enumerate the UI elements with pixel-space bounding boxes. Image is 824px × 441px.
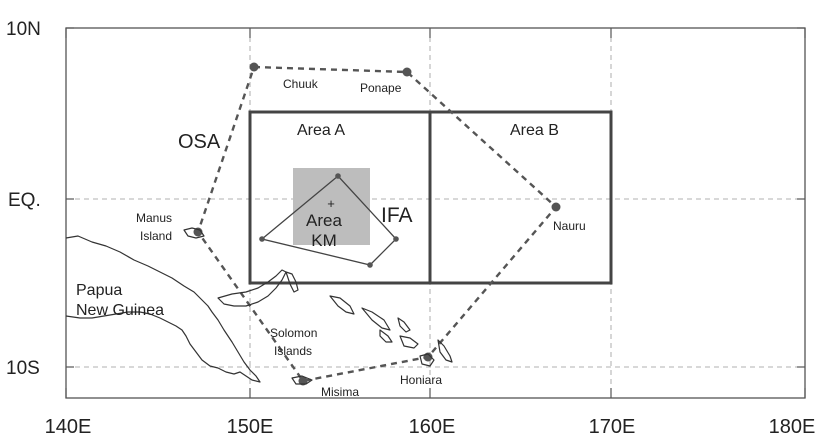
misima-label: Misima	[321, 385, 359, 399]
lat-label-eq: EQ.	[8, 190, 41, 211]
lon-label-140e: 140E	[45, 416, 92, 438]
chuuk-station	[249, 62, 259, 72]
area-km-center-marker: +	[327, 196, 335, 211]
honiara-label: Honiara	[400, 373, 442, 387]
new-guinea-coast	[65, 235, 261, 383]
png-label-line2: New Guinea	[76, 302, 164, 319]
area-km-label-line1: Area	[306, 211, 342, 230]
area-km-label-line2: KM	[311, 231, 337, 250]
choiseul-coast	[361, 307, 391, 331]
makira-coast	[419, 353, 435, 367]
nauru-station	[551, 202, 561, 212]
lat-label-10n: 10N	[6, 19, 41, 40]
ifa-label: IFA	[381, 204, 413, 227]
png-label-line1: Papua	[76, 282, 122, 299]
lon-label-180e: 180E	[769, 416, 816, 438]
manus-label-line2: Island	[140, 229, 172, 243]
misima-station	[298, 376, 308, 386]
new-ireland-coast	[285, 271, 299, 293]
area-a-label: Area A	[297, 122, 345, 139]
new-georgia-coast	[379, 329, 393, 343]
coastlines	[65, 227, 453, 385]
area-b-box	[428, 110, 613, 285]
map-frame	[65, 27, 806, 399]
new-britain-coast	[217, 269, 287, 307]
lat-label-10s: 10S	[6, 358, 40, 379]
isabel-coast	[397, 317, 411, 333]
manus-label-line1: Manus	[136, 211, 172, 225]
solomon-label-line1: Solomon	[270, 326, 317, 340]
lon-label-160e: 160E	[409, 416, 456, 438]
ponape-station	[402, 67, 412, 77]
area-boxes	[248, 110, 613, 285]
ifa-vertices	[259, 173, 399, 268]
chuuk-label: Chuuk	[283, 77, 319, 91]
ponape-label: Ponape	[360, 81, 402, 95]
axis-ticks	[65, 27, 806, 398]
area-b-label: Area B	[510, 122, 559, 139]
graticule	[66, 28, 805, 398]
lon-label-170e: 170E	[589, 416, 636, 438]
bougainville-coast	[329, 295, 355, 315]
guadalcanal-coast	[399, 335, 419, 349]
osa-polygon	[196, 65, 558, 383]
lon-label-150e: 150E	[227, 416, 274, 438]
manus-coast	[183, 227, 205, 239]
malaita-coast	[437, 339, 453, 363]
osa-label: OSA	[178, 131, 221, 153]
solomon-label-line2: Islands	[274, 344, 312, 358]
nauru-label: Nauru	[553, 219, 586, 233]
station-markers	[193, 62, 561, 386]
misima-coast	[291, 375, 313, 385]
